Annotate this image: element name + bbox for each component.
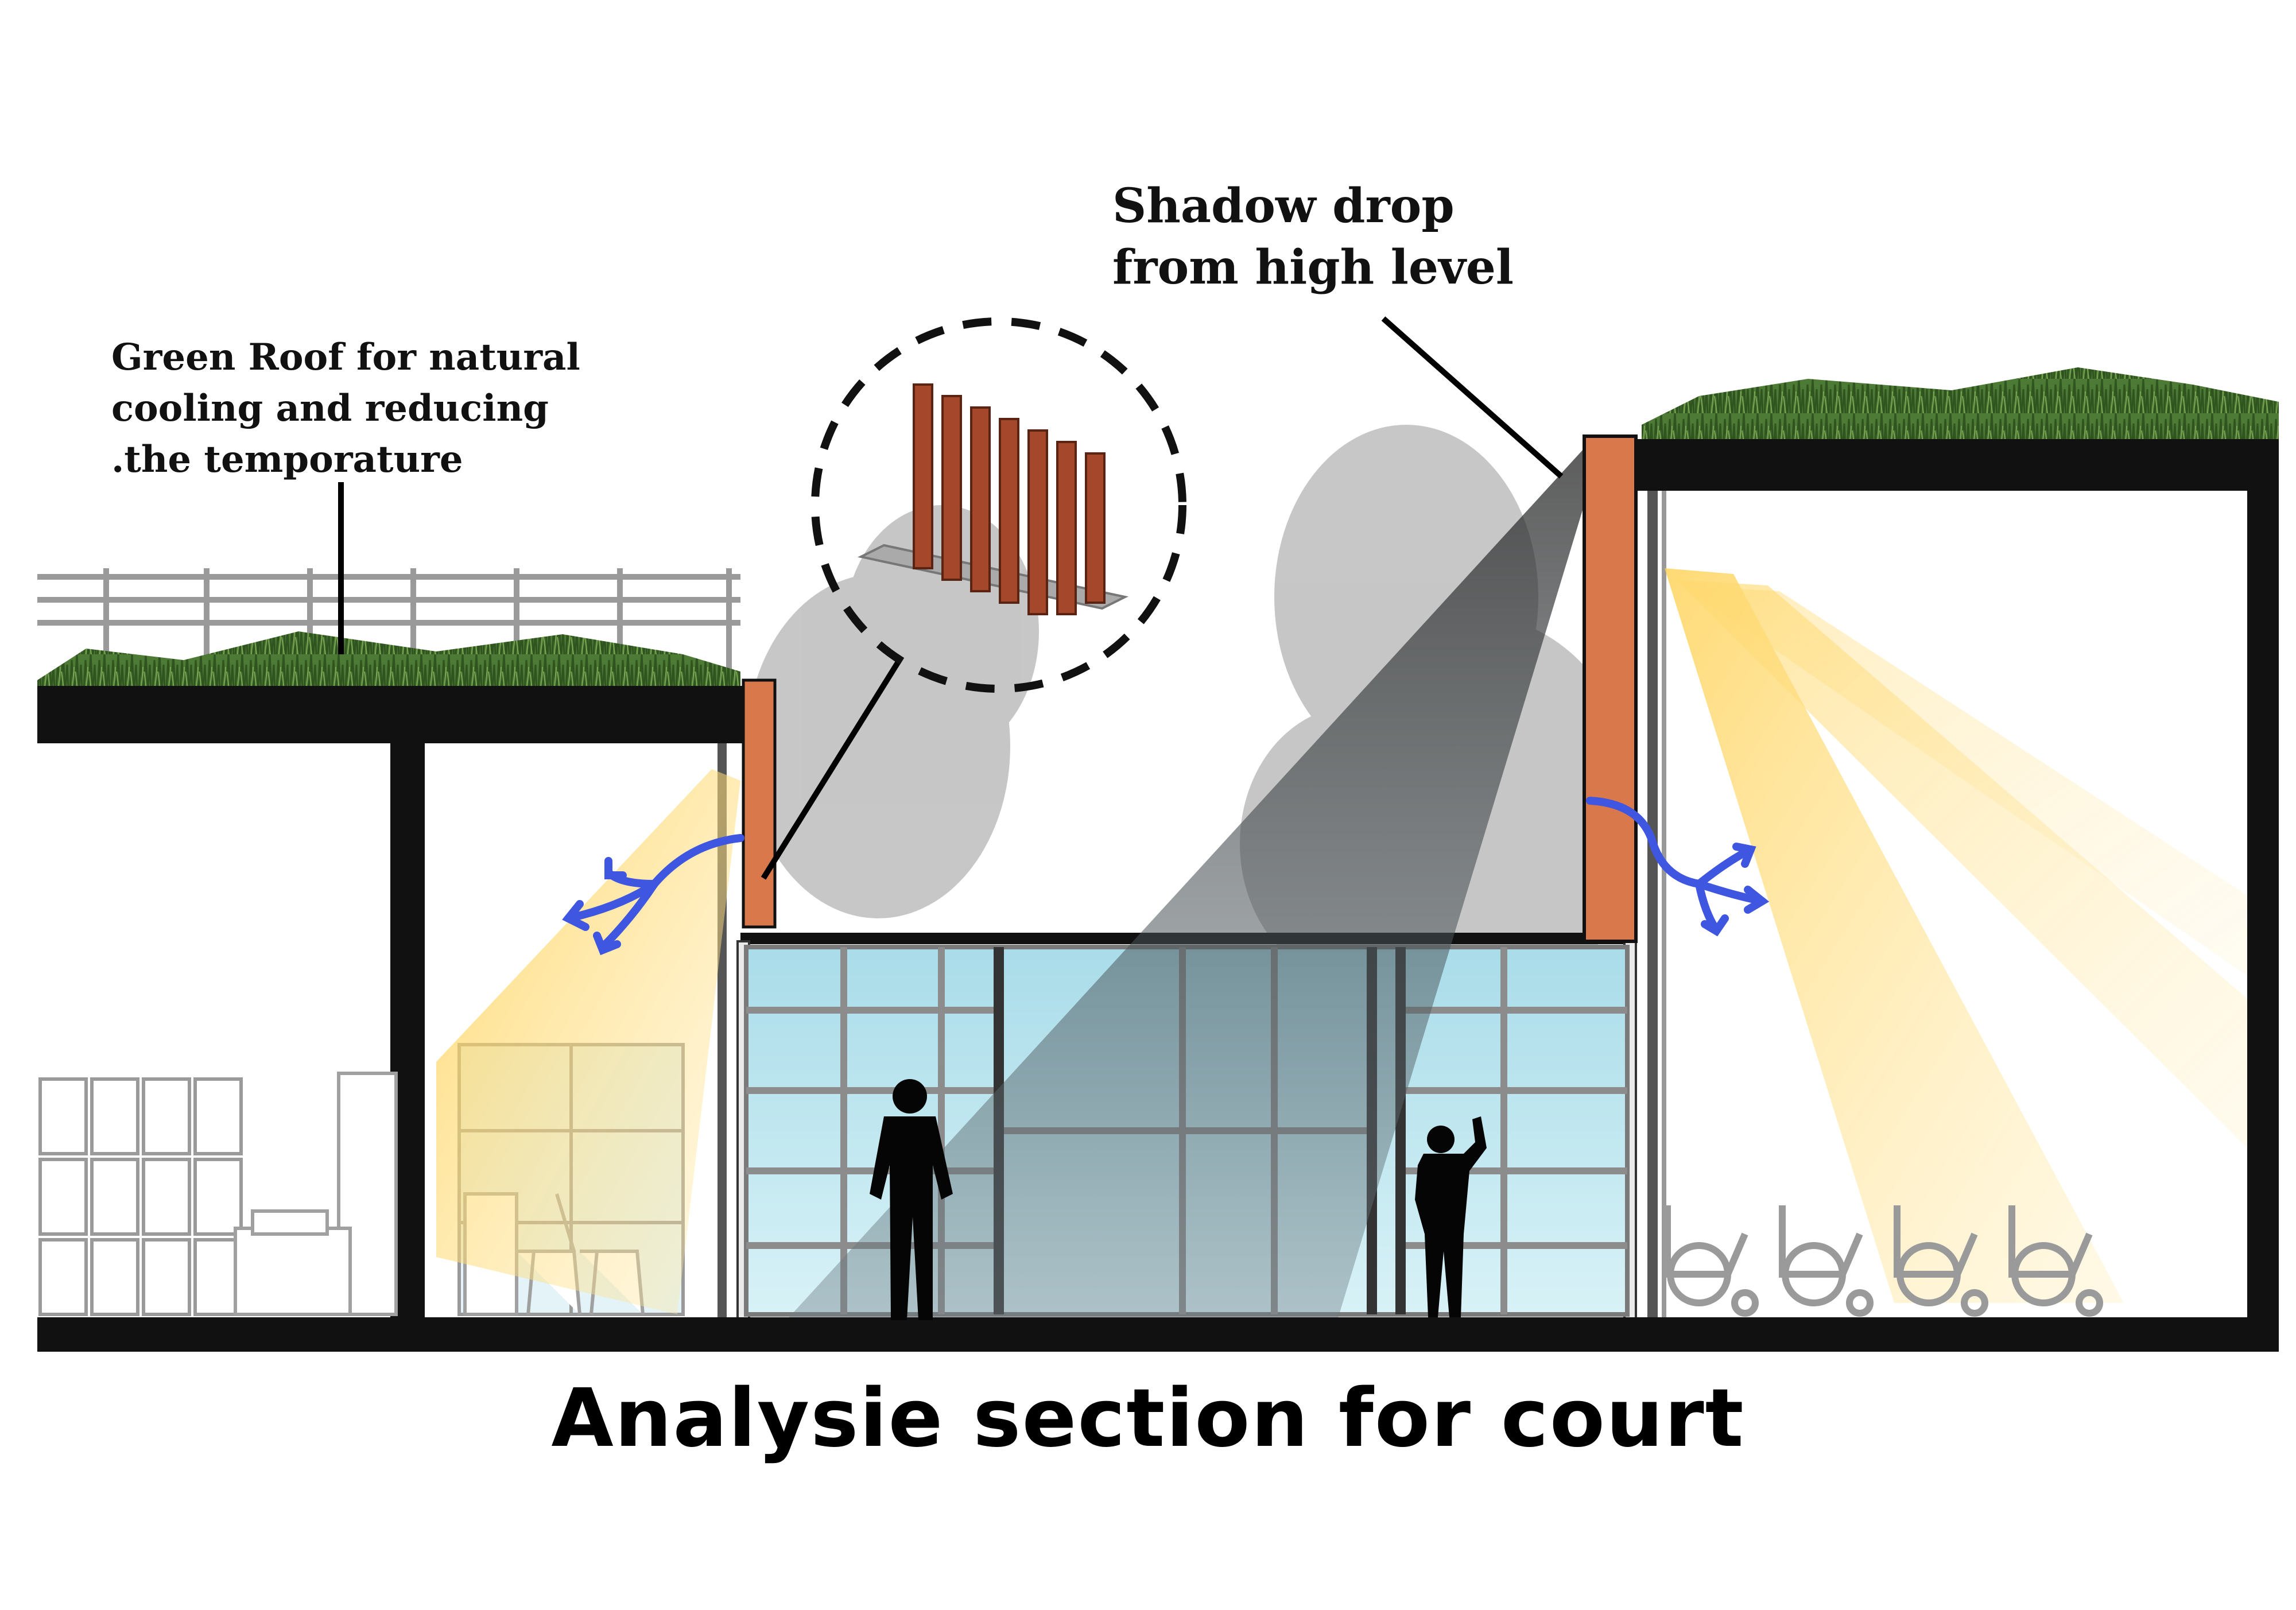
louver-fin bbox=[742, 678, 777, 929]
louver-detail-icon bbox=[811, 317, 1186, 693]
annotation-line: cooling and reducing bbox=[111, 387, 549, 430]
leader-lines bbox=[338, 316, 1564, 880]
left-building bbox=[37, 568, 777, 1317]
waving-person-silhouette bbox=[1415, 1116, 1487, 1317]
green-roof-grass bbox=[37, 631, 740, 689]
exterior-wall bbox=[2247, 491, 2279, 1317]
green-roof-annotation: Green Roof for natural cooling and reduc… bbox=[111, 332, 580, 485]
roof-slab bbox=[37, 686, 743, 743]
sunlight-beam bbox=[436, 769, 740, 1314]
wheelchair-icon bbox=[1664, 1205, 2103, 1317]
annotation-line: from high level bbox=[1112, 240, 1514, 295]
louver-fin bbox=[1583, 434, 1638, 943]
annotation-line: .the temporature bbox=[111, 438, 463, 481]
diagram-caption: Analysie section for court bbox=[551, 1372, 1745, 1465]
annotation-line: Shadow drop bbox=[1112, 179, 1455, 234]
right-building bbox=[1583, 367, 2279, 1317]
shadow-cone bbox=[786, 442, 1601, 1320]
airflow-arrow-icon bbox=[562, 834, 744, 956]
annotation-line: Green Roof for natural bbox=[111, 336, 580, 379]
man-silhouette bbox=[870, 1079, 953, 1320]
shadow-drop-annotation: Shadow drop from high level bbox=[1112, 176, 1514, 298]
roof-slab bbox=[1636, 439, 2279, 491]
ground-slab bbox=[37, 1317, 2279, 1352]
sunlight-beam bbox=[1665, 568, 2247, 1303]
locker-icon bbox=[38, 1077, 243, 1316]
green-roof-grass bbox=[1642, 367, 2279, 442]
airflow-arrow-icon bbox=[1586, 797, 1770, 937]
